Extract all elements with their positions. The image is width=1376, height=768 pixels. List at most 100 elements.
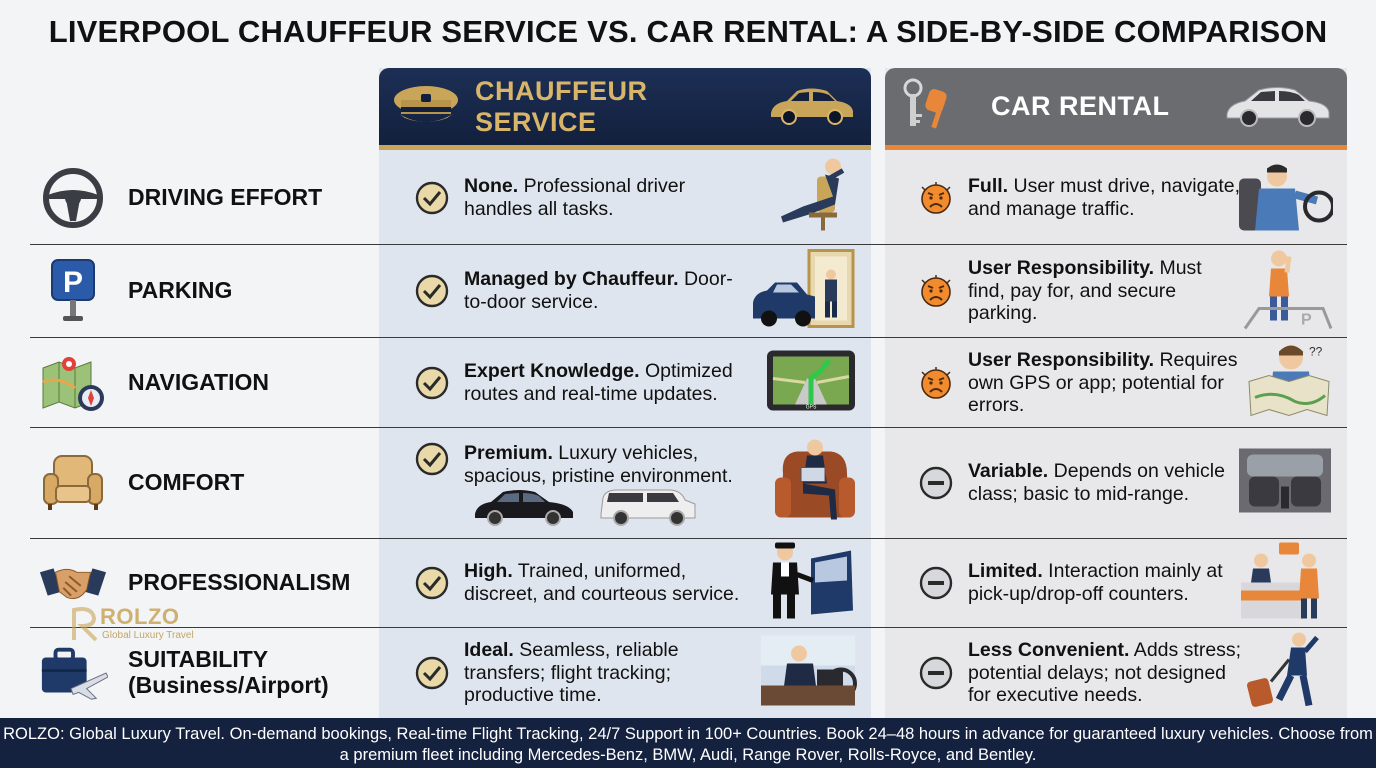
chauffeur-cell: Managed by Chauffeur. Door-to-door servi…	[397, 244, 871, 338]
rental-verdict: Variable.	[968, 460, 1049, 483]
comparison-row-driving-effort: DRIVING EFFORT None. Professional driver…	[30, 152, 1347, 244]
rental-illustration	[1237, 447, 1333, 520]
chauffeur-illustration	[751, 247, 857, 336]
rolzo-watermark-logo: ROLZO Global Luxury Travel	[70, 604, 270, 644]
rental-illustration	[1243, 630, 1333, 717]
comparison-row-navigation: NAVIGATION Expert Knowledge. Optimized r…	[30, 338, 1347, 428]
relaxed-passenger-icon	[781, 158, 845, 231]
check-icon	[415, 274, 449, 308]
page-title: LIVERPOOL CHAUFFEUR SERVICE VS. CAR RENT…	[48, 14, 1328, 49]
car-keys-icon	[897, 76, 955, 137]
comparison-row-parking: P PARKING Managed by Chauffeur. Door-to-…	[30, 244, 1347, 338]
rental-illustration	[1237, 161, 1335, 236]
row-divider	[30, 627, 1347, 628]
chauffeur-illustration	[759, 634, 857, 713]
chauffeur-illustration	[773, 434, 857, 533]
rental-cell: Less Convenient. Adds stress; potential …	[903, 628, 1347, 718]
car-interior-passenger-icon	[761, 635, 857, 706]
check-icon	[415, 181, 449, 215]
briefcase-plane-icon	[38, 643, 108, 703]
chauffeur-verdict: Ideal.	[464, 638, 514, 661]
luxury-cars-icon	[473, 484, 699, 533]
comparison-row-professionalism: PROFESSIONALISM High. Trained, uniformed…	[30, 538, 1347, 628]
chauffeur-detail: Seamless, reliable transfers; flight tra…	[464, 638, 679, 707]
chauffeur-verdict: High.	[464, 560, 513, 583]
rental-detail: Requires own GPS or app; potential for e…	[968, 348, 1238, 417]
rushing-traveler-icon	[1247, 632, 1319, 707]
svg-text:GPS: GPS	[806, 405, 817, 411]
chauffeur-detail: Professional driver handles all tasks.	[464, 175, 686, 220]
rental-illustration: P	[1237, 247, 1333, 336]
feature-name: COMFORT	[128, 469, 245, 496]
rental-verdict: User Responsibility.	[968, 256, 1155, 279]
stressed-driver-icon	[1239, 164, 1335, 231]
frown-face-icon	[919, 366, 953, 400]
rental-interior-icon	[1239, 448, 1331, 513]
comparison-row-comfort: COMFORT Premium. Luxury vehicles, spacio…	[30, 428, 1347, 538]
minus-icon	[919, 566, 953, 600]
business-reader-icon	[775, 439, 855, 520]
rental-verdict: User Responsibility.	[968, 348, 1155, 371]
rental-column-header: CAR RENTAL	[885, 68, 1347, 150]
chauffeur-cap-icon	[391, 78, 461, 135]
rental-illustration	[1237, 541, 1333, 626]
rental-detail: Interaction mainly at pick-up/drop-off c…	[968, 560, 1223, 605]
chauffeur-column-header: CHAUFFEUR SERVICE	[379, 68, 871, 150]
row-divider	[30, 427, 1347, 428]
rental-cell: User Responsibility. Requires own GPS or…	[903, 338, 1347, 428]
rental-verdict: Full.	[968, 175, 1009, 198]
row-divider	[30, 244, 1347, 245]
rental-counter-icon	[1241, 542, 1319, 619]
feature-label: P PARKING	[30, 244, 232, 338]
steering-wheel-icon	[38, 167, 108, 229]
chauffeur-detail: Optimized routes and real-time updates.	[464, 360, 733, 405]
watermark-brand: ROLZO	[100, 604, 180, 629]
feature-name: PROFESSIONALISM	[128, 569, 351, 596]
row-divider	[30, 337, 1347, 338]
rental-cell: Limited. Interaction mainly at pick-up/d…	[903, 538, 1347, 628]
chauffeur-verdict: Premium.	[464, 442, 553, 464]
chauffeur-detail: Trained, uniformed, discreet, and courte…	[464, 560, 740, 605]
searching-parking-icon: P	[1243, 250, 1333, 330]
feature-label: PROFESSIONALISM	[30, 538, 350, 628]
rental-cell: User Responsibility. Must find, pay for,…	[903, 244, 1347, 338]
chauffeur-column-label: CHAUFFEUR SERVICE	[475, 75, 648, 137]
chauffeur-verdict: Expert Knowledge.	[464, 360, 640, 383]
rental-cell: Variable. Depends on vehicle class; basi…	[903, 428, 1347, 538]
chauffeur-illustration	[773, 157, 857, 240]
minus-icon	[919, 656, 953, 690]
rental-column-label: CAR RENTAL	[991, 91, 1170, 121]
row-divider	[30, 538, 1347, 539]
uniformed-chauffeur-icon	[771, 542, 853, 619]
watermark-tagline: Global Luxury Travel	[102, 630, 194, 641]
chauffeur-cell: Expert Knowledge. Optimized routes and r…	[397, 338, 871, 428]
check-icon	[415, 366, 449, 400]
luxury-car-icon	[765, 81, 857, 132]
check-icon	[415, 442, 449, 476]
chauffeur-illustration: GPS	[765, 349, 857, 418]
chauffeur-cell: None. Professional driver handles all ta…	[397, 152, 871, 244]
frown-face-icon	[919, 181, 953, 215]
chauffeur-detail: Luxury vehicles, spacious, pristine envi…	[464, 442, 733, 487]
feature-name: NAVIGATION	[128, 369, 269, 396]
feature-label: DRIVING EFFORT	[30, 152, 322, 244]
handshake-icon	[38, 558, 108, 608]
feature-subtitle: (Business/Airport)	[128, 672, 329, 698]
rental-detail: Must find, pay for, and secure parking.	[968, 256, 1202, 325]
chauffeur-illustration	[761, 541, 857, 626]
sedan-car-icon	[1223, 80, 1333, 133]
rental-verdict: Less Convenient.	[968, 638, 1130, 661]
svg-text:P: P	[1301, 312, 1312, 329]
rental-detail: Depends on vehicle class; basic to mid-r…	[968, 460, 1225, 505]
rental-verdict: Limited.	[968, 560, 1043, 583]
comparison-row-suitability: SUITABILITY (Business/Airport) Ideal. Se…	[30, 628, 1347, 718]
feature-name: DRIVING EFFORT	[128, 184, 323, 211]
feature-label: NAVIGATION	[30, 338, 269, 428]
valet-door-icon	[753, 249, 855, 328]
chauffeur-verdict: None.	[464, 175, 519, 198]
rental-detail: User must drive, navigate, and manage tr…	[968, 175, 1241, 220]
parking-sign-icon: P	[38, 258, 108, 324]
svg-text:??: ??	[1309, 345, 1323, 359]
rental-detail: Adds stress; potential delays; not desig…	[968, 638, 1242, 707]
feature-name: SUITABILITY	[128, 646, 269, 673]
